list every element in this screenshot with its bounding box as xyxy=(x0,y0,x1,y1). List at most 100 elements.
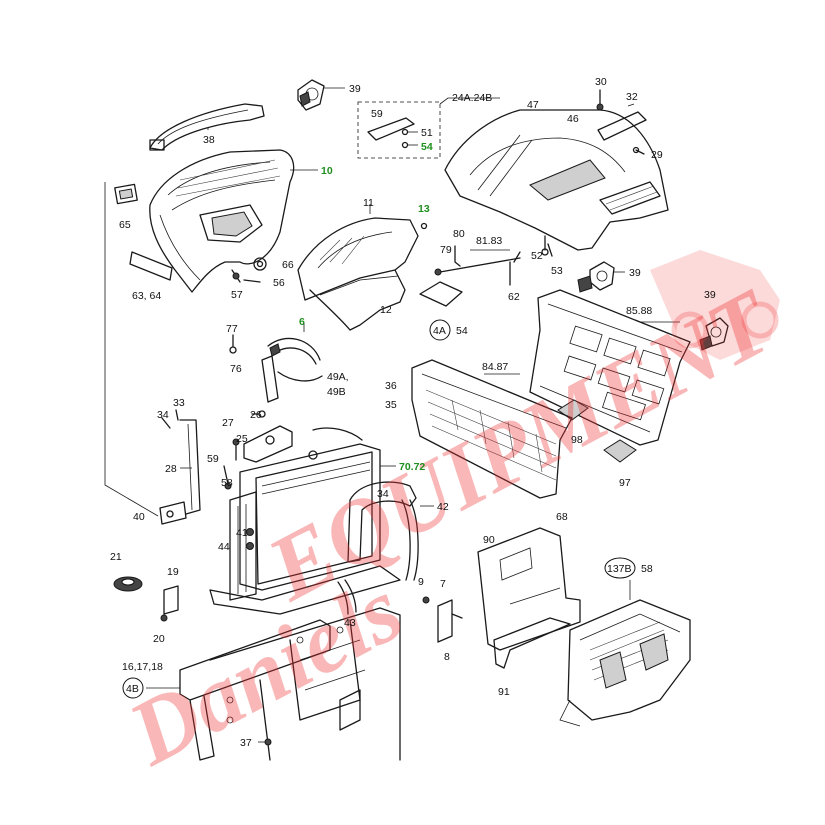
label-20[interactable]: 20 xyxy=(153,633,165,645)
label-4a[interactable]: 4A xyxy=(433,325,446,337)
label-59b[interactable]: 59 xyxy=(207,453,219,465)
label-62[interactable]: 62 xyxy=(508,291,520,303)
label-79[interactable]: 79 xyxy=(440,244,452,256)
label-91[interactable]: 91 xyxy=(498,686,510,698)
bracket-39-top xyxy=(297,79,345,111)
grille-panel-85-88 xyxy=(529,289,691,446)
watermark-logo: Daniels EQUIPMENT xyxy=(112,250,791,785)
label-24a-24b[interactable]: 24A.24B xyxy=(452,92,492,104)
label-59[interactable]: 59 xyxy=(371,108,383,120)
label-58b[interactable]: 58 xyxy=(641,563,653,575)
label-29[interactable]: 29 xyxy=(651,149,663,161)
label-56[interactable]: 56 xyxy=(273,277,285,289)
label-19[interactable]: 19 xyxy=(167,566,179,578)
handle-38 xyxy=(149,103,265,151)
bracket-25 xyxy=(223,410,293,490)
label-80[interactable]: 80 xyxy=(453,228,465,240)
label-43[interactable]: 43 xyxy=(344,617,356,629)
label-38[interactable]: 38 xyxy=(203,134,215,146)
label-28[interactable]: 28 xyxy=(165,463,177,475)
label-40[interactable]: 40 xyxy=(133,511,145,523)
label-6[interactable]: 6 xyxy=(299,316,305,328)
label-44[interactable]: 44 xyxy=(218,541,230,553)
label-39-top[interactable]: 39 xyxy=(349,83,361,95)
label-68[interactable]: 68 xyxy=(556,511,568,523)
radiator-70-72 xyxy=(209,427,401,615)
labels: 39 38 59 51 54 24A.24B 47 46 30 32 29 10… xyxy=(110,76,716,749)
label-47[interactable]: 47 xyxy=(527,99,539,111)
label-4b[interactable]: 4B xyxy=(126,683,139,695)
label-76[interactable]: 76 xyxy=(230,363,242,375)
label-65[interactable]: 65 xyxy=(119,219,131,231)
mount-40 xyxy=(159,501,187,525)
rod-28 xyxy=(161,409,201,515)
label-9[interactable]: 9 xyxy=(418,576,424,588)
label-52[interactable]: 52 xyxy=(531,250,543,262)
label-46[interactable]: 46 xyxy=(567,113,579,125)
bracket-39-mid xyxy=(577,261,625,293)
label-33[interactable]: 33 xyxy=(173,397,185,409)
label-41[interactable]: 41 xyxy=(236,527,248,539)
bracket-6 xyxy=(229,322,323,403)
callout-box xyxy=(357,97,500,159)
circle-4b xyxy=(122,677,144,699)
label-54[interactable]: 54 xyxy=(421,141,433,153)
label-13[interactable]: 13 xyxy=(418,203,430,215)
rod-81-83 xyxy=(419,235,553,307)
label-34a[interactable]: 34 xyxy=(157,409,169,421)
label-35[interactable]: 35 xyxy=(385,399,397,411)
dash-panel-10 xyxy=(149,149,318,293)
label-97[interactable]: 97 xyxy=(619,477,631,489)
bolt-30 xyxy=(596,89,604,111)
label-137b[interactable]: 137B xyxy=(607,563,632,575)
screw-13 xyxy=(420,222,428,230)
label-49a[interactable]: 49A, xyxy=(327,371,349,383)
label-58[interactable]: 58 xyxy=(221,477,233,489)
label-25[interactable]: 25 xyxy=(236,433,248,445)
bracket-7-8 xyxy=(422,596,463,643)
label-27[interactable]: 27 xyxy=(222,417,234,429)
label-10[interactable]: 10 xyxy=(321,165,333,177)
nut-20 xyxy=(160,614,168,622)
small-parts-57-56-66 xyxy=(231,257,267,283)
label-77[interactable]: 77 xyxy=(226,323,238,335)
label-34b[interactable]: 34 xyxy=(377,488,389,500)
panel-90 xyxy=(477,527,581,651)
label-51[interactable]: 51 xyxy=(421,127,433,139)
strip-63-64 xyxy=(129,251,173,281)
label-90[interactable]: 90 xyxy=(483,534,495,546)
label-63-64[interactable]: 63, 64 xyxy=(132,290,161,302)
label-42[interactable]: 42 xyxy=(437,501,449,513)
label-84-87[interactable]: 84.87 xyxy=(482,361,508,373)
hose-42 xyxy=(337,481,434,615)
label-70-72[interactable]: 70.72 xyxy=(399,461,425,473)
label-12[interactable]: 12 xyxy=(380,304,392,316)
circle-4a xyxy=(429,319,451,341)
label-32[interactable]: 32 xyxy=(626,91,638,103)
label-7[interactable]: 7 xyxy=(440,578,446,590)
label-54b[interactable]: 54 xyxy=(456,325,468,337)
label-21[interactable]: 21 xyxy=(110,551,122,563)
label-11[interactable]: 11 xyxy=(363,197,374,209)
hood-47 xyxy=(444,109,669,251)
label-57[interactable]: 57 xyxy=(231,289,243,301)
bracket-39-right xyxy=(699,317,729,351)
label-16-17-18[interactable]: 16,17,18 xyxy=(122,661,163,673)
label-26[interactable]: 26 xyxy=(250,409,262,421)
label-53[interactable]: 53 xyxy=(551,265,563,277)
label-39-right[interactable]: 39 xyxy=(704,289,716,301)
bolt-37 xyxy=(258,738,272,746)
label-8[interactable]: 8 xyxy=(444,651,450,663)
label-85-88[interactable]: 85.88 xyxy=(626,305,652,317)
circle-137b xyxy=(604,557,636,579)
label-30[interactable]: 30 xyxy=(595,76,607,88)
label-36[interactable]: 36 xyxy=(385,380,397,392)
label-37[interactable]: 37 xyxy=(240,737,252,749)
label-49b[interactable]: 49B xyxy=(327,386,346,398)
label-39-mid[interactable]: 39 xyxy=(629,267,641,279)
label-81-83[interactable]: 81.83 xyxy=(476,235,502,247)
label-98[interactable]: 98 xyxy=(571,434,583,446)
label-66[interactable]: 66 xyxy=(282,259,294,271)
chassis-frame xyxy=(146,607,401,761)
